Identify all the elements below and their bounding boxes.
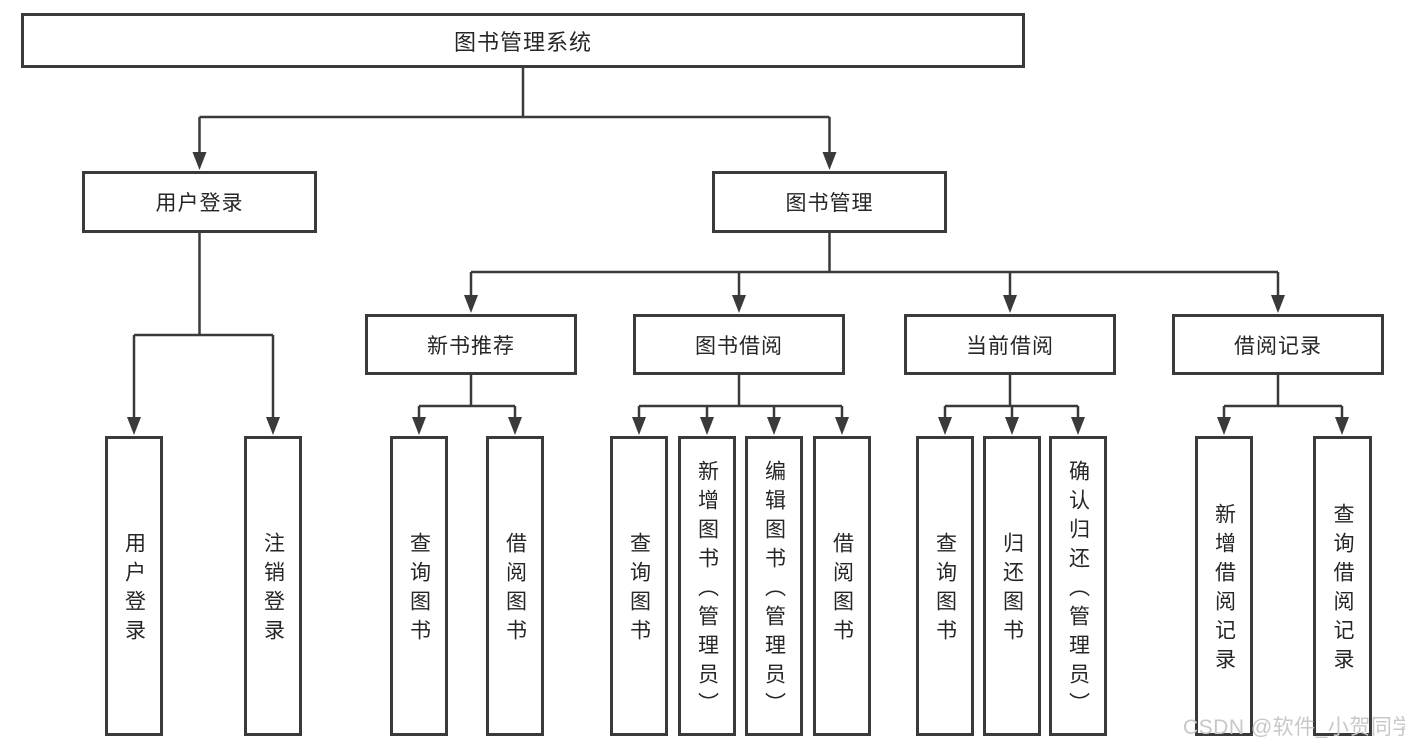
leaf-query-books-recommend: 查询图书 bbox=[390, 436, 448, 736]
node-label: 归还图书 bbox=[1000, 532, 1024, 648]
csdn-watermark: CSDN @软件_小贺同学 bbox=[1183, 716, 1405, 739]
node-label: 当前借阅 bbox=[966, 334, 1054, 358]
node-label: 借阅图书 bbox=[830, 532, 854, 648]
leaf-return-books: 归还图书 bbox=[983, 436, 1041, 736]
leaf-add-books-admin: 新增图书（管理员） bbox=[678, 436, 736, 736]
node-label: 查询借阅记录 bbox=[1331, 503, 1354, 677]
leaf-logout: 注销登录 bbox=[244, 436, 302, 736]
leaf-edit-books-admin: 编辑图书（管理员） bbox=[745, 436, 803, 736]
node-label: 新增图书（管理员） bbox=[695, 459, 719, 721]
leaf-query-books-current: 查询图书 bbox=[916, 436, 974, 736]
node-new-book-recommendation: 新书推荐 bbox=[365, 314, 577, 375]
node-label: 图书借阅 bbox=[695, 334, 783, 358]
node-borrowing-records: 借阅记录 bbox=[1172, 314, 1384, 375]
node-label: 查询图书 bbox=[407, 532, 431, 648]
leaf-borrow-books-recommend: 借阅图书 bbox=[486, 436, 544, 736]
node-book-borrowing: 图书借阅 bbox=[633, 314, 845, 375]
leaf-query-books-borrowing: 查询图书 bbox=[610, 436, 668, 736]
node-label: 查询图书 bbox=[933, 532, 957, 648]
node-label: 注销登录 bbox=[261, 532, 285, 648]
node-label: 用户登录 bbox=[122, 532, 146, 648]
arrowheads bbox=[127, 152, 1349, 435]
node-label: 确认归还（管理员） bbox=[1066, 459, 1090, 721]
node-book-management-branch: 图书管理 bbox=[712, 171, 947, 233]
leaf-user-login: 用户登录 bbox=[105, 436, 163, 736]
node-label: 图书管理 bbox=[785, 192, 874, 215]
node-label: 新增借阅记录 bbox=[1212, 503, 1236, 677]
node-label: 用户登录 bbox=[155, 192, 244, 215]
node-label: 新书推荐 bbox=[427, 334, 515, 358]
node-label: 编辑图书（管理员） bbox=[762, 459, 786, 721]
node-user-login-branch: 用户登录 bbox=[82, 171, 317, 233]
node-label: 借阅记录 bbox=[1234, 334, 1322, 358]
node-library-management-system: 图书管理系统 bbox=[21, 13, 1025, 68]
leaf-borrow-books-borrowing: 借阅图书 bbox=[813, 436, 871, 736]
leaf-confirm-return-admin: 确认归还（管理员） bbox=[1049, 436, 1107, 736]
leaf-query-borrow-record: 查询借阅记录 bbox=[1313, 436, 1372, 736]
node-label: 借阅图书 bbox=[503, 532, 527, 648]
node-label: 查询图书 bbox=[627, 532, 651, 648]
node-label: 图书管理系统 bbox=[453, 29, 592, 55]
node-current-borrowing: 当前借阅 bbox=[904, 314, 1116, 375]
leaf-add-borrow-record: 新增借阅记录 bbox=[1195, 436, 1253, 736]
